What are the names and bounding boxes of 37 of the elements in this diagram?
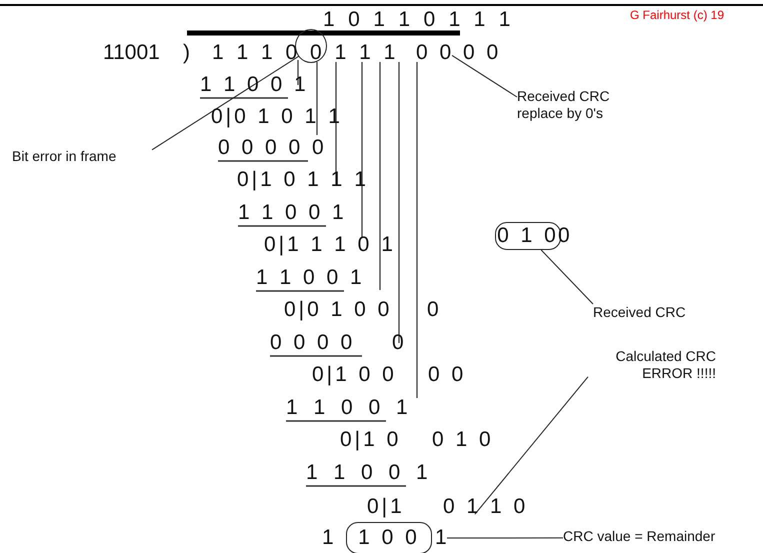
crc-digits: 0 0 0 0	[416, 41, 502, 64]
leader-line	[474, 376, 588, 515]
brought-down-digit: 0	[427, 298, 442, 322]
brought-down-digits: 0 1 0	[432, 428, 494, 452]
subtrahend-digits: 1 1 0 0 1	[286, 396, 413, 420]
dividend-digits: 1 1 1 0 0 1 1 1	[212, 41, 399, 65]
brought-down-digits: 0 0	[428, 363, 466, 387]
leader-line	[452, 54, 518, 98]
leader-line	[152, 56, 300, 150]
remainder-digits: 0|1 0 0	[312, 363, 397, 387]
leader-line	[446, 537, 564, 538]
callout-text: Calculated CRC ERROR !!!!!	[614, 348, 716, 382]
crc-digits: 1 0 0	[358, 526, 420, 550]
callout-text: Received CRC replace by 0's	[517, 88, 611, 122]
error-circle	[295, 29, 327, 63]
divisor-digits: 11001	[103, 41, 160, 65]
remainder-digits: 0|0 1 0 0	[284, 298, 392, 322]
remainder-digits: 0|1	[367, 495, 405, 519]
crc-digits: 0 1 0	[497, 224, 559, 248]
quotient-digits: 1 0 1 1 0 1 1 1	[323, 8, 514, 32]
remainder-digits: 0|1 0	[340, 428, 402, 452]
subtrahend-digits: 1 1 0 0 1	[238, 201, 347, 225]
crc-digit: 1	[435, 526, 450, 550]
callout-text: Received CRC	[593, 304, 687, 321]
subtrahend-digits: 1 1 0 0 1	[256, 266, 365, 290]
leader-line	[540, 250, 594, 304]
brought-down-digit: 0	[392, 331, 407, 355]
division-bracket: )	[183, 41, 193, 65]
remainder-digits: 0|1 1 1 0 1	[264, 233, 396, 257]
author-note: G Fairhurst (c) 19	[630, 6, 724, 24]
crc-digit: 1	[322, 526, 337, 550]
callout-text: CRC value = Remainder	[563, 528, 716, 545]
subtrahend-digits: 0 0 0 0 0	[218, 136, 327, 160]
crc-digits: 0 1 1 0	[443, 495, 528, 518]
subtrahend-digits: 1 1 0 0 1	[306, 461, 433, 485]
subtrahend-digits: 0 0 0 0	[270, 331, 356, 355]
callout-text: Bit error in frame	[12, 148, 118, 165]
